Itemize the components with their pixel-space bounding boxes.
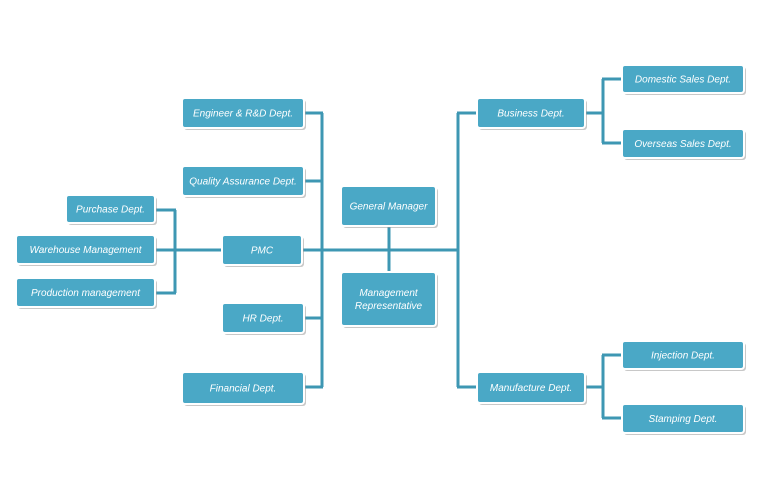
box-management-representative-rect: [340, 271, 437, 327]
box-domestic-sales-dept: Domestic Sales Dept.: [621, 64, 746, 95]
box-warehouse-management: Warehouse Management: [15, 234, 157, 266]
box-purchase-dept-label: Purchase Dept.: [76, 205, 145, 216]
box-financial-dept: Financial Dept.: [181, 371, 306, 406]
box-quality-assurance-dept-rect: [181, 165, 305, 197]
box-general-manager-label: General Manager: [350, 202, 428, 213]
box-pmc-label: PMC: [251, 246, 274, 257]
box-production-management-rect: [15, 277, 156, 308]
box-engineer-rd-dept-rect: [181, 97, 305, 129]
box-injection-dept-rect: [621, 340, 745, 370]
box-engineer-rd-dept: Engineer & R&D Dept.: [181, 97, 306, 130]
box-domestic-sales-dept-rect: [621, 64, 745, 94]
box-hr-dept-label: HR Dept.: [242, 314, 283, 325]
box-pmc-rect: [221, 234, 303, 266]
box-business-dept-rect: [476, 97, 586, 129]
box-overseas-sales-dept-label: Overseas Sales Dept.: [634, 139, 731, 150]
box-engineer-rd-dept-label: Engineer & R&D Dept.: [193, 109, 293, 120]
box-purchase-dept-rect: [65, 194, 156, 224]
box-overseas-sales-dept-rect: [621, 128, 745, 159]
box-general-manager: General Manager: [340, 185, 438, 228]
box-general-manager-rect: [340, 185, 437, 227]
box-stamping-dept-rect: [621, 403, 745, 434]
box-hr-dept: HR Dept.: [221, 302, 306, 335]
box-hr-dept-rect: [221, 302, 305, 334]
box-management-representative-label-1: Management: [359, 288, 419, 299]
box-overseas-sales-dept: Overseas Sales Dept.: [621, 128, 746, 160]
connector-lines: [155, 77, 622, 420]
box-stamping-dept-label: Stamping Dept.: [649, 414, 718, 425]
box-injection-dept-label: Injection Dept.: [651, 351, 715, 362]
box-manufacture-dept-rect: [476, 371, 586, 404]
box-warehouse-management-rect: [15, 234, 156, 265]
box-quality-assurance-dept-label: Quality Assurance Dept.: [189, 177, 296, 188]
box-financial-dept-label: Financial Dept.: [210, 384, 277, 395]
box-purchase-dept: Purchase Dept.: [65, 194, 157, 225]
box-manufacture-dept: Manufacture Dept.: [476, 371, 587, 405]
box-production-management-label: Production management: [31, 288, 141, 299]
box-quality-assurance-dept: Quality Assurance Dept.: [181, 165, 306, 198]
box-injection-dept: Injection Dept.: [621, 340, 746, 371]
box-business-dept-label: Business Dept.: [497, 109, 564, 120]
box-domestic-sales-dept-label: Domestic Sales Dept.: [635, 75, 731, 86]
box-financial-dept-rect: [181, 371, 305, 405]
box-manufacture-dept-label: Manufacture Dept.: [490, 383, 572, 394]
box-production-management: Production management: [15, 277, 157, 309]
box-warehouse-management-label: Warehouse Management: [29, 245, 142, 256]
box-business-dept: Business Dept.: [476, 97, 587, 130]
box-pmc: PMC: [221, 234, 304, 267]
box-stamping-dept: Stamping Dept.: [621, 403, 746, 435]
box-management-representative-label-2: Representative: [355, 301, 423, 312]
